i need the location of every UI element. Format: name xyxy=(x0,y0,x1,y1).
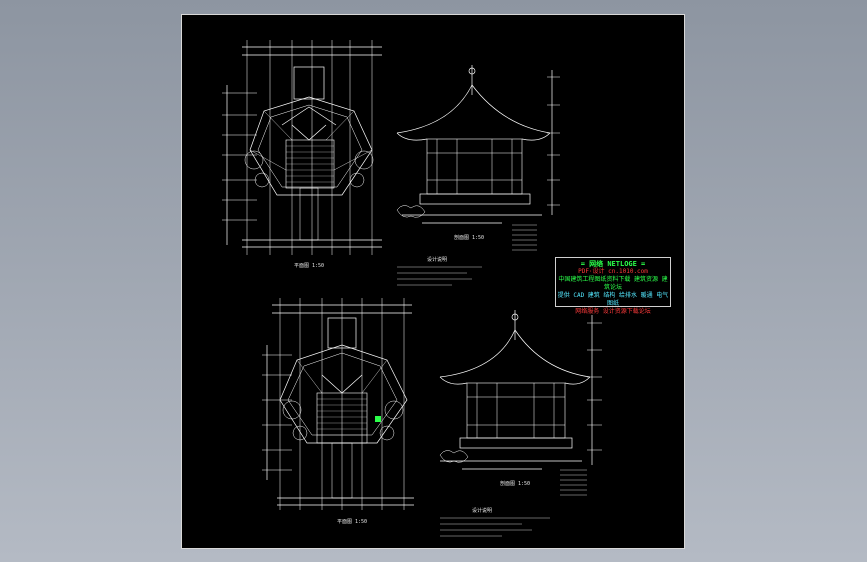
section-view-bottom xyxy=(439,310,602,496)
notes-top: 设计说明 xyxy=(397,256,482,286)
legend-line-2: 中国建筑工程图纸资料下载 建筑资源 建筑论坛 xyxy=(558,276,668,291)
section-view-top xyxy=(396,65,560,251)
legend-line-1: PDF·设计 cn.1010.com xyxy=(578,268,648,275)
caption-plan-bottom: 平面图 1:50 xyxy=(337,519,367,525)
legend-title: = 网络 NETLOGE = xyxy=(580,260,646,268)
cad-viewport[interactable]: 平面图 1:50 xyxy=(181,14,685,549)
caption-section-bottom: 剖面图 1:50 xyxy=(500,480,530,487)
cad-drawing: 平面图 1:50 xyxy=(222,40,602,537)
plan-view-top xyxy=(222,40,382,255)
notes-bottom-title: 设计说明 xyxy=(472,507,492,514)
watermark-legend-box: = 网络 NETLOGE = PDF·设计 cn.1010.com 中国建筑工程… xyxy=(555,257,671,315)
green-marker xyxy=(375,416,381,422)
notes-bottom: 设计说明 xyxy=(440,507,550,537)
legend-line-4: 网络服务 设计资源下载论坛 xyxy=(575,308,651,315)
caption-section-top: 剖面图 1:50 xyxy=(454,234,484,241)
plan-view-bottom xyxy=(262,298,414,510)
notes-top-title: 设计说明 xyxy=(427,256,447,263)
legend-line-3: 提供 CAD 建筑 结构 给排水 暖通 电气图纸 xyxy=(557,292,669,307)
caption-plan-top: 平面图 1:50 xyxy=(294,263,324,269)
